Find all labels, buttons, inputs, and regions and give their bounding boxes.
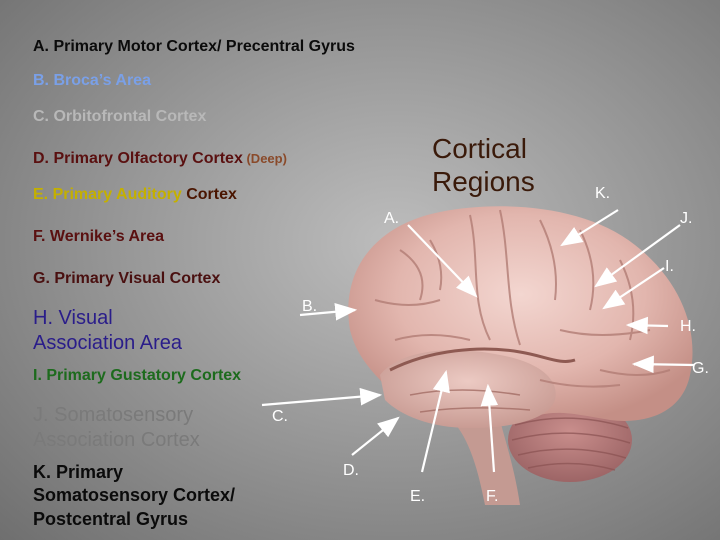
label-e: E. <box>410 488 426 505</box>
title-line-1: Cortical <box>432 133 527 164</box>
label-c: C. <box>272 408 288 425</box>
label-a: A. <box>384 210 400 227</box>
arrow-g <box>631 355 695 374</box>
arrow-j <box>594 224 681 288</box>
label-h: H. <box>680 318 696 335</box>
term-k-line2: Somatosensory Cortex/ <box>33 485 236 506</box>
arrow-d <box>351 416 400 456</box>
arrow-h <box>625 316 669 335</box>
diagram-title: Cortical Regions <box>432 132 550 198</box>
term-c-orbitofrontal-cortex: C. Orbitofrontal Cortex <box>33 108 207 125</box>
term-i-primary-gustatory-cortex: I. Primary Gustatory Cortex <box>33 367 242 384</box>
cerebellum <box>508 398 632 482</box>
arrow-a <box>407 224 478 298</box>
arrow-k <box>560 209 619 247</box>
label-j: J. <box>680 210 693 227</box>
arrow-b <box>299 303 358 321</box>
brain-stem <box>452 420 520 505</box>
term-k-line1: K. Primary <box>33 462 124 482</box>
label-d: D. <box>343 462 359 479</box>
term-f-wernikes-area: F. Wernike’s Area <box>33 228 165 245</box>
term-j-line2: Association Cortex <box>33 429 200 451</box>
term-g-primary-visual-cortex: G. Primary Visual Cortex <box>33 270 221 287</box>
label-g: G. <box>692 360 709 377</box>
arrow-e <box>420 369 450 473</box>
term-d-primary-olfactory-cortex: D. Primary Olfactory Cortex (Deep) <box>33 150 287 168</box>
label-i: I. <box>665 258 674 275</box>
term-h-visual-association-area: H. Visual Association Area <box>33 306 182 356</box>
label-f: F. <box>486 488 499 505</box>
term-d-note: (Deep) <box>242 151 287 166</box>
term-h-line1: H. Visual <box>33 307 113 329</box>
title-line-2: Regions <box>432 166 535 197</box>
term-d-main: D. Primary Olfactory Cortex <box>33 150 243 167</box>
term-j-line1: J. Somatosensory <box>33 404 194 426</box>
term-b-brocas-area: B. Broca’s Area <box>33 72 151 89</box>
term-a-primary-motor-cortex: A. Primary Motor Cortex/ Precentral Gyru… <box>33 38 355 55</box>
term-e-prefix: E. Primary Auditory <box>33 186 182 203</box>
arrow-c <box>261 387 383 407</box>
term-h-line2: Association Area <box>33 332 182 354</box>
term-e-primary-auditory-cortex: E. Primary Auditory Cortex <box>33 186 237 204</box>
arrow-i <box>602 267 665 310</box>
term-e-suffix: Cortex <box>181 186 237 203</box>
label-b: B. <box>302 298 318 315</box>
label-k: K. <box>595 185 611 202</box>
term-j-somatosensory-association-cortex: J. Somatosensory Association Cortex <box>33 403 200 453</box>
term-k-primary-somatosensory-cortex: K. Primary Somatosensory Cortex/ Postcen… <box>33 461 235 531</box>
arrow-f <box>480 383 499 473</box>
term-k-line3: Postcentral Gyrus <box>33 508 189 529</box>
